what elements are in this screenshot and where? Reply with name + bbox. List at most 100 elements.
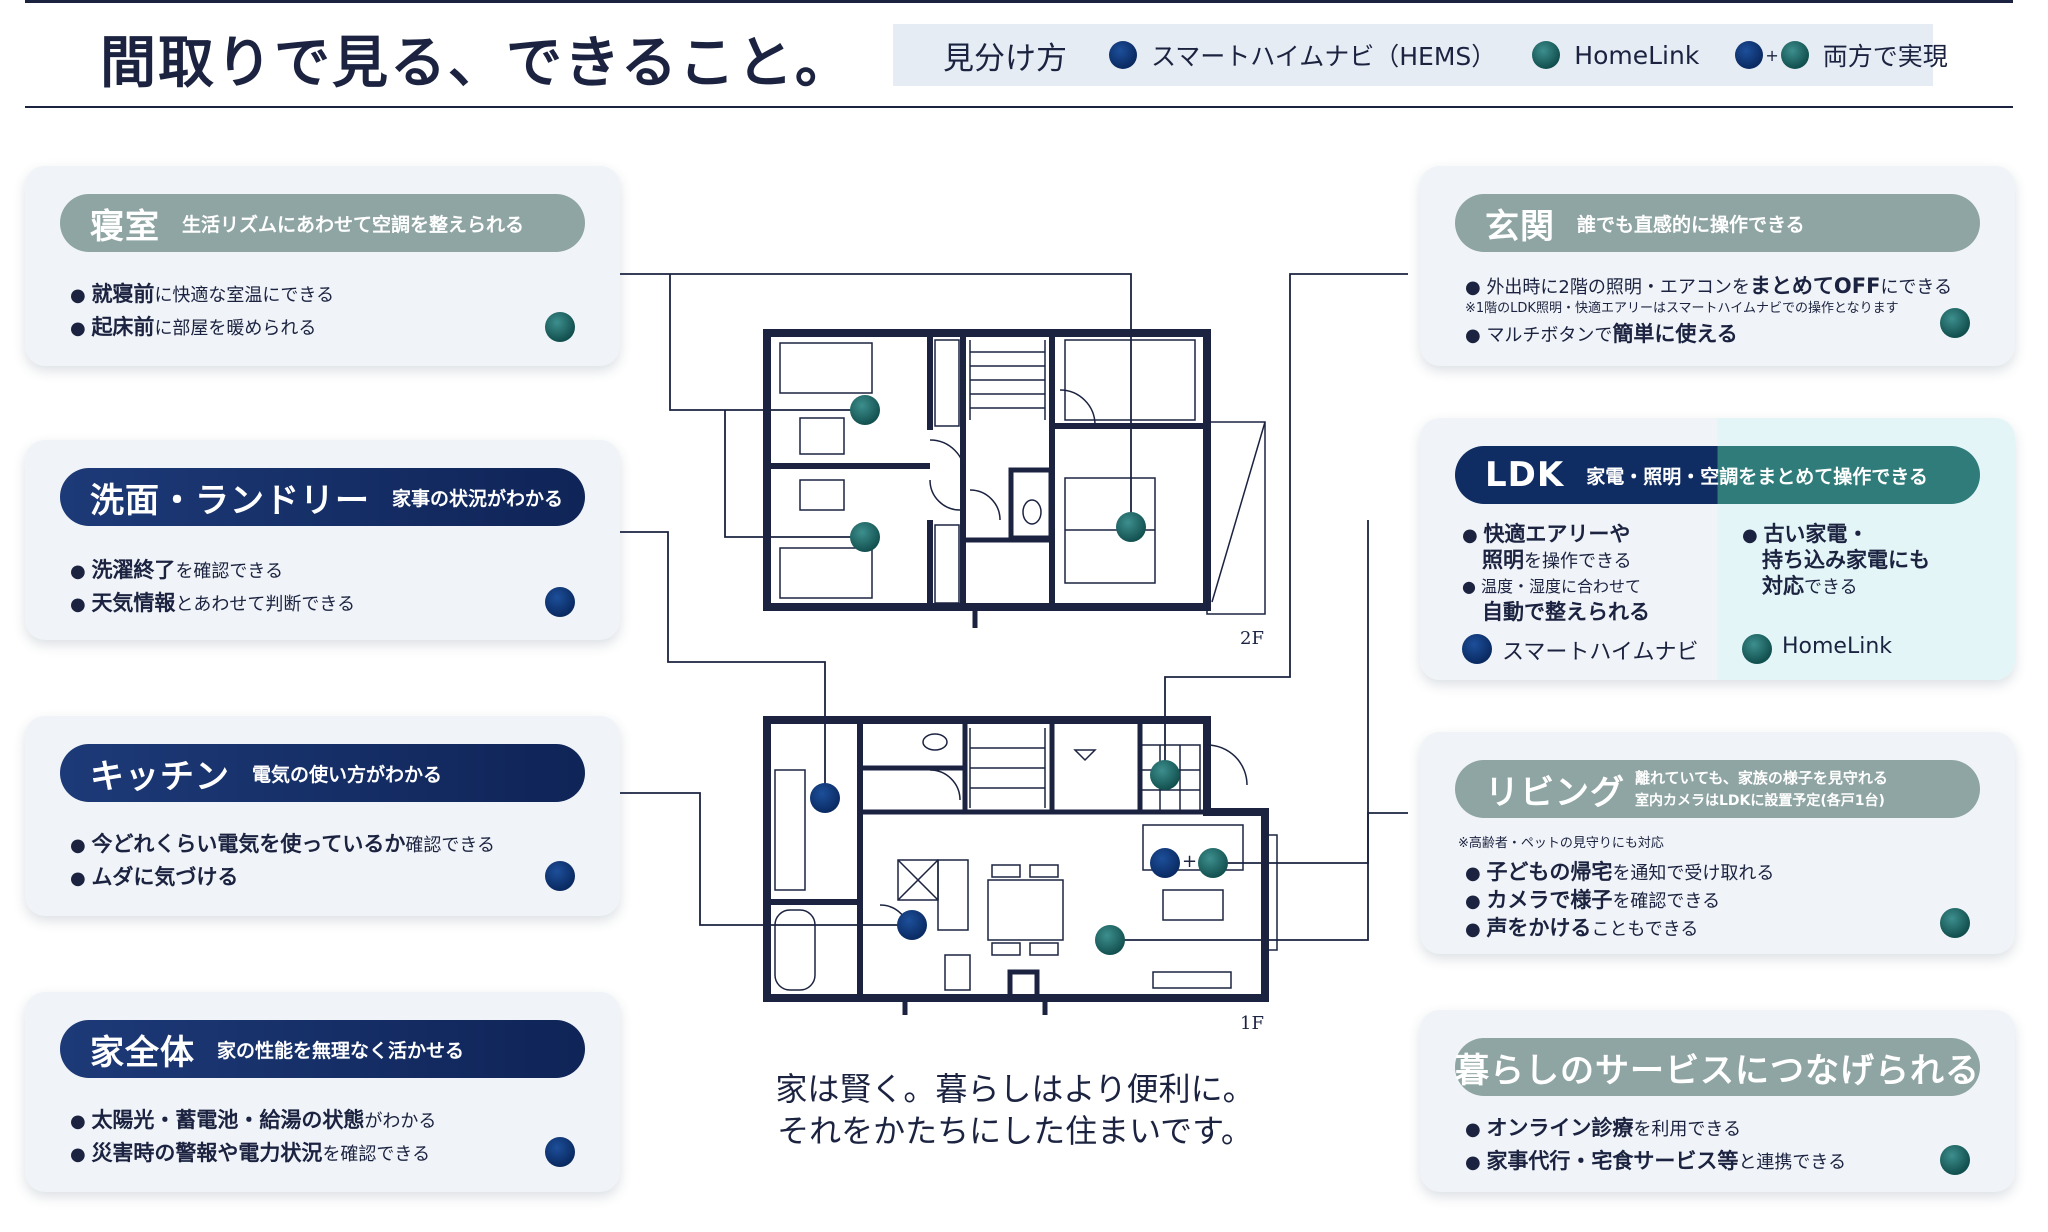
hems-dot-icon (1735, 41, 1764, 69)
bullet-item: ● 天気情報とあわせて判断できる (70, 591, 356, 615)
homelink-dot-icon (1150, 760, 1180, 790)
header-rule (25, 106, 2013, 108)
ldk-homelink-label: HomeLink (1782, 634, 1893, 659)
floor-label-2f: 2F (1240, 628, 1264, 649)
card-subtitle: 生活リズムにあわせて空調を整えられる (182, 213, 525, 236)
legend-hems: スマートハイムナビ（HEMS） (1109, 37, 1496, 73)
plan-plus-sign: + (1182, 851, 1198, 872)
card-entrance: 玄関 誰でも直感的に操作できる ● 外出時に2階の照明・エアコンをまとめてOFF… (1420, 166, 2015, 366)
homelink-dot-icon (850, 395, 880, 425)
card-pill: 寝室 生活リズムにあわせて空調を整えられる (60, 194, 585, 252)
homelink-dot-icon (545, 312, 575, 342)
homelink-dot-icon (1116, 512, 1146, 542)
hems-dot-icon (810, 783, 840, 813)
bullet-item: ● 災害時の警報や電力状況を確認できる (70, 1141, 431, 1165)
card-subtitle: 家電・照明・空調をまとめて操作できる (1586, 465, 1928, 488)
homelink-dot-icon (1095, 925, 1125, 955)
card-title: LDK (1485, 455, 1565, 495)
legend-both: + 両方で実現 (1735, 37, 1948, 73)
card-pill: リビング (1455, 760, 1980, 818)
bullet-item: ● 古い家電・ (1742, 522, 1869, 546)
hems-dot-icon (1150, 848, 1180, 878)
plan-device-dots (810, 395, 1228, 955)
homelink-dot-icon (1198, 848, 1228, 878)
card-title: 家全体 (90, 1032, 195, 1073)
card-title: 洗面・ランドリー (90, 480, 370, 521)
card-bedroom: 寝室 生活リズムにあわせて空調を整えられる ● 就寝前に快適な室温にできる ● … (25, 166, 620, 366)
card-ldk: LDK 家電・照明・空調をまとめて操作できる ● 快適エアリーや 照明を操作でき… (1420, 418, 2015, 680)
card-subtitle: 誰でも直感的に操作できる (1577, 213, 1805, 236)
hems-dot-icon (545, 587, 575, 617)
bullet-item: ● 子どもの帰宅を通知で受け取れる (1465, 860, 1775, 884)
card-subtitle-2: 室内カメラはLDKに設置予定(各戸1台) (1635, 793, 1885, 809)
center-caption: 家は賢く。暮らしはより便利に。 それをかたちにした住まいです。 (760, 1068, 1270, 1152)
card-pill: LDK 家電・照明・空調をまとめて操作できる (1455, 446, 1980, 504)
bullet-item: ● 今どれくらい電気を使っているか確認できる (70, 832, 496, 856)
homelink-dot-icon (1940, 308, 1970, 338)
entrance-note: ※1階のLDK照明・快適エアリーはスマートハイムナビでの操作となります (1465, 301, 1899, 316)
bullet-item-cont: 対応できる (1762, 574, 1858, 598)
legend-homelink: HomeLink (1532, 41, 1699, 70)
homelink-dot-icon (1742, 634, 1772, 664)
card-subtitle: 家の性能を無理なく活かせる (217, 1039, 465, 1062)
legend: 見分け方 スマートハイムナビ（HEMS） HomeLink + 両方で実現 (893, 24, 1948, 86)
bullet-item: ● ムダに気づける (70, 865, 239, 889)
legend-hems-label: スマートハイムナビ（HEMS） (1151, 42, 1497, 71)
bullet-item: ● 就寝前に快適な室温にできる (70, 282, 335, 306)
hems-dot-icon (545, 861, 575, 891)
card-kitchen: キッチン 電気の使い方がわかる ● 今どれくらい電気を使っているか確認できる ●… (25, 716, 620, 916)
hems-dot-icon (897, 910, 927, 940)
homelink-dot-icon (850, 522, 880, 552)
bullet-item-cont: 自動で整えられる (1482, 600, 1650, 624)
card-pill: 暮らしのサービスにつなげられる (1455, 1038, 1980, 1096)
card-subtitle: 家事の状況がわかる (392, 487, 564, 510)
bullet-item: ● 快適エアリーや (1462, 522, 1631, 546)
card-living: リビング 離れていても、家族の様子を見守れる 室内カメラはLDKに設置予定(各戸… (1420, 732, 2015, 954)
page-title: 間取りで見る、できること。 (100, 31, 853, 96)
caption-line-1: 家は賢く。暮らしはより便利に。 (775, 1070, 1255, 1108)
bullet-item-cont: 照明を操作できる (1482, 548, 1632, 572)
bullet-item: ● 家事代行・宅食サービス等と連携できる (1465, 1149, 1847, 1173)
bullet-item: ● カメラで様子を確認できる (1465, 888, 1721, 912)
floorplan-1f (763, 716, 1278, 1015)
card-title: 寝室 (90, 206, 160, 247)
bullet-item: ● 太陽光・蓄電池・給湯の状態がわかる (70, 1108, 437, 1132)
hems-dot-icon (1462, 634, 1492, 664)
homelink-dot-icon (1940, 1145, 1970, 1175)
top-rule (25, 0, 2013, 3)
floorplan-2f (763, 329, 1266, 628)
homelink-dot-icon (1940, 908, 1970, 938)
card-pill: キッチン 電気の使い方がわかる (60, 744, 585, 802)
card-whole-house: 家全体 家の性能を無理なく活かせる ● 太陽光・蓄電池・給湯の状態がわかる ● … (25, 992, 620, 1192)
legend-both-label: 両方で実現 (1822, 42, 1948, 71)
legend-title: 見分け方 (943, 40, 1067, 77)
bullet-item: ● 声をかけることもできる (1465, 916, 1699, 940)
card-title: 玄関 (1485, 206, 1555, 247)
card-pill: 玄関 誰でも直感的に操作できる (1455, 194, 1980, 252)
ldk-hems-label: スマートハイムナビ (1502, 640, 1699, 665)
legend-homelink-label: HomeLink (1574, 40, 1700, 70)
bullet-item: ● 温度・湿度に合わせて (1462, 577, 1642, 596)
bullet-item: ● マルチボタンで簡単に使える (1465, 322, 1738, 346)
bullet-item: ● オンライン診療を利用できる (1465, 1116, 1742, 1140)
bullet-item: ● 洗濯終了を確認できる (70, 558, 284, 582)
card-subtitle: 電気の使い方がわかる (252, 763, 443, 786)
living-note: ※高齢者・ペットの見守りにも対応 (1458, 836, 1664, 851)
homelink-dot-icon (1532, 41, 1561, 69)
bullet-item-cont: 持ち込み家電にも (1762, 548, 1930, 572)
floor-label-1f: 1F (1240, 1013, 1264, 1034)
hems-dot-icon (545, 1137, 575, 1167)
card-laundry: 洗面・ランドリー 家事の状況がわかる ● 洗濯終了を確認できる ● 天気情報とあ… (25, 440, 620, 640)
card-services: 暮らしのサービスにつなげられる ● オンライン診療を利用できる ● 家事代行・宅… (1420, 1010, 2015, 1192)
card-pill: 洗面・ランドリー 家事の状況がわかる (60, 468, 585, 526)
card-title: 暮らしのサービスにつなげられる (1455, 1050, 1980, 1091)
bullet-item: ● 起床前に部屋を暖められる (70, 315, 317, 339)
caption-line-2: それをかたちにした住まいです。 (777, 1112, 1253, 1150)
hems-dot-icon (1109, 41, 1137, 69)
plus-sign: + (1765, 45, 1779, 65)
card-subtitle: 離れていても、家族の様子を見守れる (1635, 769, 1888, 787)
homelink-dot-icon (1780, 41, 1809, 69)
card-title: キッチン (90, 756, 230, 797)
card-title: リビング (1485, 772, 1625, 813)
